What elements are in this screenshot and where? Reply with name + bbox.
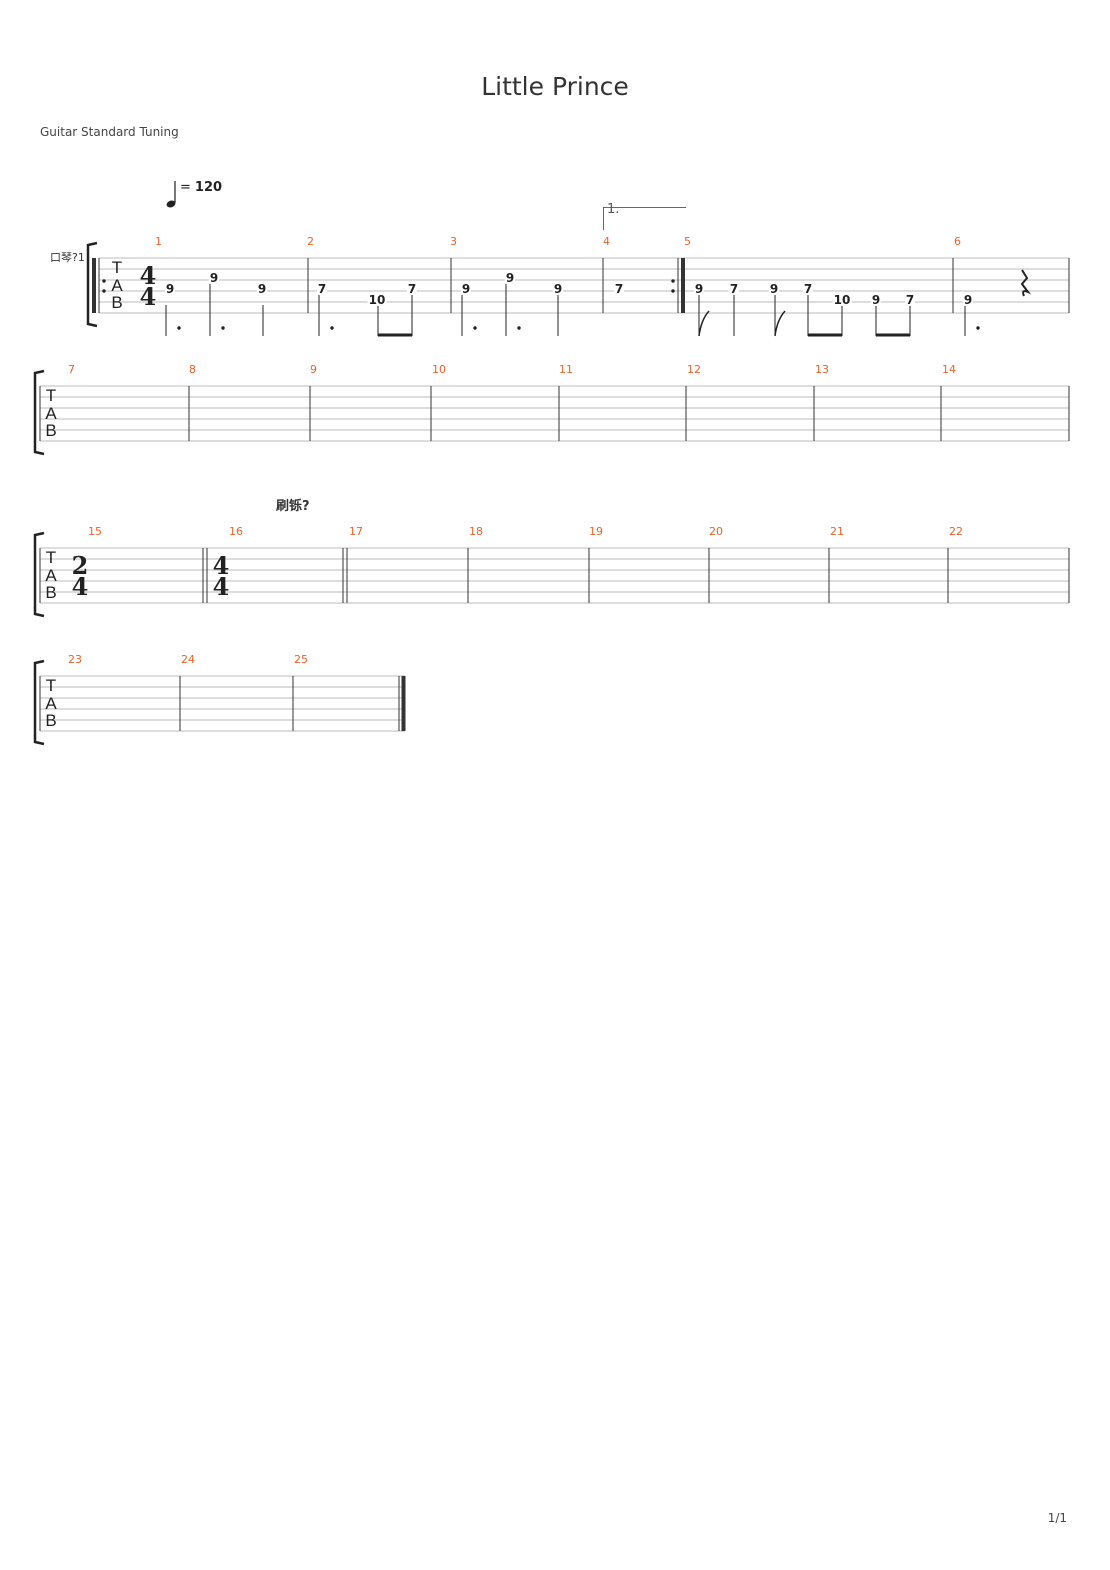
system-4-barlines <box>39 676 406 731</box>
fret-number: 10 <box>832 293 852 307</box>
time-signature-2-4: 2 4 <box>72 551 89 601</box>
tab-clef-1: T A B <box>111 258 123 312</box>
measure-number: 14 <box>942 363 956 376</box>
svg-text:4: 4 <box>140 261 157 290</box>
svg-text:A: A <box>111 276 123 295</box>
measure-number: 13 <box>815 363 829 376</box>
measure-number: 10 <box>432 363 446 376</box>
measure-number: 7 <box>68 363 75 376</box>
measure-number: 11 <box>559 363 573 376</box>
system-3 <box>40 547 1069 604</box>
rhythm-stems <box>165 284 966 336</box>
measure-number: 2 <box>307 235 314 248</box>
fret-number: 7 <box>613 282 625 296</box>
measure-number: 1 <box>155 235 162 248</box>
system-4-brace <box>33 659 45 746</box>
measure-number: 12 <box>687 363 701 376</box>
svg-text:T: T <box>46 676 56 695</box>
system-2 <box>40 385 1069 442</box>
tuning-label: Guitar Standard Tuning <box>40 125 179 139</box>
fret-number: 9 <box>164 282 176 296</box>
tempo-marking: =120 <box>166 179 246 211</box>
svg-text:T: T <box>112 258 122 277</box>
fret-number: 9 <box>768 282 780 296</box>
svg-text:T: T <box>46 548 56 567</box>
song-title: Little Prince <box>481 72 629 101</box>
svg-text:B: B <box>45 421 56 440</box>
system-3-brace <box>33 531 45 618</box>
system-1-barlines <box>92 258 1070 313</box>
system-2-barlines <box>39 386 1070 441</box>
measure-number: 17 <box>349 525 363 538</box>
page-number: 1/1 <box>1047 1511 1067 1525</box>
measure-number: 20 <box>709 525 723 538</box>
tempo-bpm: 120 <box>194 180 223 195</box>
fret-number: 9 <box>256 282 268 296</box>
measure-number: 22 <box>949 525 963 538</box>
dotted-note-dots <box>177 326 980 330</box>
tab-clef-2: T A B <box>45 386 57 440</box>
measure-number: 24 <box>181 653 195 666</box>
svg-text:4: 4 <box>72 572 89 601</box>
measure-number: 9 <box>310 363 317 376</box>
fret-number: 10 <box>367 293 387 307</box>
tempo-equals: = <box>180 180 191 195</box>
measure-number: 25 <box>294 653 308 666</box>
system-4 <box>40 675 405 732</box>
svg-text:2: 2 <box>72 551 89 580</box>
repeat-dots <box>102 279 675 293</box>
eighth-note-flags <box>698 310 786 337</box>
fret-number: 9 <box>870 293 882 307</box>
system-2-brace <box>33 369 45 456</box>
tab-clef-3: T A B <box>45 548 57 602</box>
system-1 <box>99 257 1069 314</box>
svg-text:4: 4 <box>213 551 230 580</box>
measure-number: 18 <box>469 525 483 538</box>
quarter-rest-icon <box>1020 269 1032 297</box>
fret-number: 9 <box>552 282 564 296</box>
measure-number: 21 <box>830 525 844 538</box>
svg-text:A: A <box>45 566 57 585</box>
track-name: 口琴?1 <box>50 251 85 264</box>
fret-number: 9 <box>460 282 472 296</box>
time-signature-4-4-m16: 4 4 <box>213 551 230 601</box>
measure-number: 4 <box>603 235 610 248</box>
measure-number: 6 <box>954 235 961 248</box>
measure-number: 23 <box>68 653 82 666</box>
section-label: 刷铄? <box>276 499 310 514</box>
measure-number: 5 <box>684 235 691 248</box>
fret-number: 7 <box>406 282 418 296</box>
measure-number: 15 <box>88 525 102 538</box>
measure-number: 16 <box>229 525 243 538</box>
quarter-note-icon <box>166 181 176 208</box>
svg-text:4: 4 <box>213 572 230 601</box>
svg-text:B: B <box>45 583 56 602</box>
svg-text:B: B <box>111 293 122 312</box>
fret-number: 9 <box>693 282 705 296</box>
svg-text:A: A <box>45 404 57 423</box>
svg-text:B: B <box>45 711 56 730</box>
time-signature-4-4: 4 4 <box>140 261 157 311</box>
system-3-barlines <box>39 548 1070 603</box>
svg-text:A: A <box>45 694 57 713</box>
measure-number: 3 <box>450 235 457 248</box>
fret-number: 9 <box>504 271 516 285</box>
measure-number: 8 <box>189 363 196 376</box>
fret-number: 7 <box>728 282 740 296</box>
fret-number: 9 <box>962 293 974 307</box>
measure-number: 19 <box>589 525 603 538</box>
system-1-brace <box>86 241 98 328</box>
fret-number: 9 <box>208 271 220 285</box>
ending-label: 1. <box>607 202 620 217</box>
svg-text:T: T <box>46 386 56 405</box>
fret-number: 7 <box>316 282 328 296</box>
tab-clef-4: T A B <box>45 676 57 730</box>
first-ending-bracket: 1. <box>603 202 686 230</box>
fret-number: 7 <box>904 293 916 307</box>
svg-text:4: 4 <box>140 282 157 311</box>
fret-number: 7 <box>802 282 814 296</box>
